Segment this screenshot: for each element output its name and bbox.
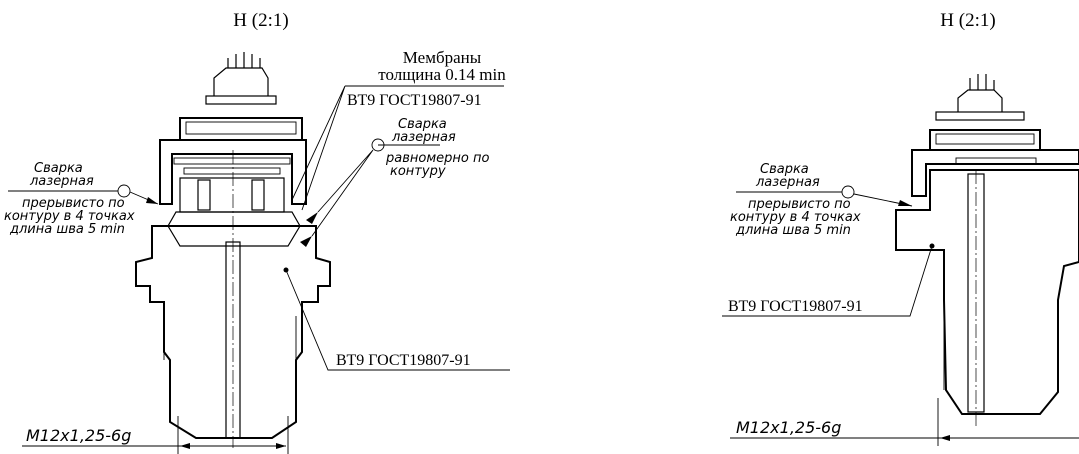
- left-connector: [179, 52, 303, 141]
- left-sensor-core: [166, 177, 302, 247]
- weld-left-line5: длина шва 5 min: [9, 222, 125, 237]
- left-thread-dimension: [22, 416, 289, 454]
- membrane-material: ВТ9 ГОСТ19807-91: [347, 92, 482, 109]
- membrane-note-line2: толщина 0.14 min: [378, 65, 506, 84]
- weld-left-line2: лазерная: [29, 174, 94, 189]
- right-material-leader: [722, 245, 933, 317]
- weld-right-line2: лазерная: [391, 130, 456, 145]
- right-housing: [911, 149, 1079, 197]
- body-material-leader: [285, 269, 510, 371]
- weld-symbol-circle-left: [117, 184, 131, 198]
- membrane-note-line1: Мембраны: [403, 48, 482, 67]
- right-thread-dimension: [730, 398, 1079, 446]
- right-thread-label: M12x1,25-6g: [736, 418, 841, 437]
- left-view-title: Н (2:1): [233, 10, 288, 31]
- weld-left-line1: Сварка: [34, 161, 83, 176]
- right-weld-symbol-circle: [841, 185, 855, 199]
- right-view: Н (2:1) M12x1,25-6g: [722, 10, 1079, 446]
- right-weld-line3: прерывисто по: [748, 197, 851, 212]
- membrane-leader: [291, 85, 346, 211]
- body-material-left: ВТ9 ГОСТ19807-91: [336, 352, 471, 369]
- weld-left-line4: контуру в 4 точках: [4, 209, 135, 224]
- right-connector: [929, 74, 1041, 151]
- right-weld-line5: длина шва 5 min: [735, 223, 851, 238]
- right-weld-line2: лазерная: [755, 175, 820, 190]
- weld-right-line3: равномерно по: [385, 151, 489, 166]
- body-material-right: ВТ9 ГОСТ19807-91: [728, 298, 863, 315]
- right-weld-line1: Сварка: [760, 162, 809, 177]
- left-thread-label: M12x1,25-6g: [26, 426, 131, 445]
- right-weld-line4: контуру в 4 точках: [730, 210, 861, 225]
- weld-right-line1: Сварка: [398, 117, 447, 132]
- left-view: Н (2:1): [4, 10, 510, 454]
- right-view-title: Н (2:1): [940, 10, 995, 31]
- left-housing: [159, 139, 307, 205]
- weld-left-line3: прерывисто по: [22, 196, 125, 211]
- weld-right-line4: контуру: [390, 164, 446, 179]
- left-body: [135, 150, 331, 448]
- right-body: [895, 169, 1079, 426]
- weld-symbol-circle: [371, 138, 385, 152]
